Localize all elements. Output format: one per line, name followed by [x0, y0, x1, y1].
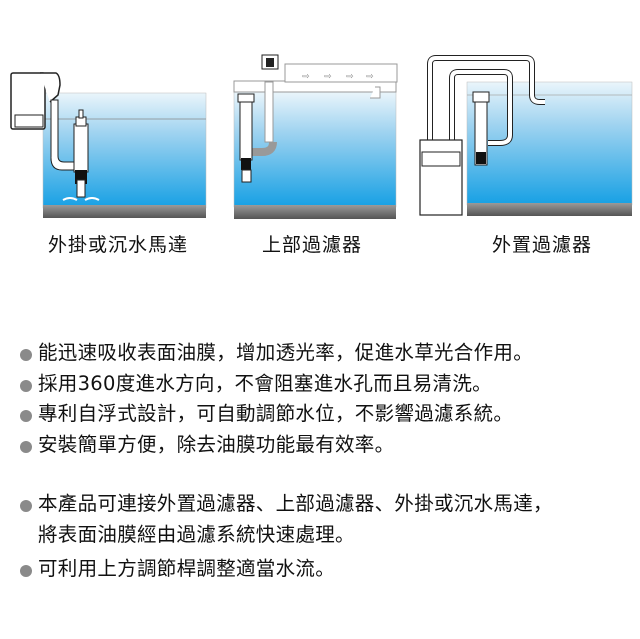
compatibility-item-continuation: 將表面油膜經由過濾系統快速處理。: [38, 522, 355, 546]
caption-hang-on-filter: 外掛或沉水馬達: [48, 234, 189, 256]
hang-on-filter-illustration: [10, 72, 207, 218]
feature-item: 安裝簡單方便，除去油膜功能最有效率。: [18, 430, 638, 461]
feature-list: 能迅速吸收表面油膜，增加透光率，促進水草光合作用。 採用360度進水方向，不會阻…: [18, 338, 638, 585]
compatibility-item: 可利用上方調節桿調整適當水流。: [18, 554, 638, 585]
feature-item: 專利自浮式設計，可自動調節水位，不影響過濾系統。: [18, 399, 638, 430]
diagram-hang-on-filter: 外掛或沉水馬達: [0, 40, 220, 270]
top-filter-illustration: ⇨ ⇨ ⇨ ⇨: [233, 54, 398, 219]
bullet-icon: [20, 379, 32, 392]
bullet-icon: [20, 410, 32, 422]
diagram-top-filter: ⇨ ⇨ ⇨ ⇨ 上部過濾器: [220, 40, 420, 270]
external-filter-illustration: [419, 55, 633, 216]
svg-text:⇨: ⇨: [346, 72, 354, 82]
bullet-icon: [20, 500, 32, 512]
bullet-icon: [20, 440, 32, 453]
bullet-icon: [20, 565, 32, 577]
feature-item: 能迅速吸收表面油膜，增加透光率，促進水草光合作用。: [18, 338, 638, 369]
compatibility-item: 本產品可連接外置過濾器、上部過濾器、外掛或沉水馬達，: [18, 489, 638, 520]
svg-text:⇨: ⇨: [302, 72, 310, 82]
diagram-external-filter: 外置過濾器: [400, 40, 640, 270]
caption-top-filter: 上部過濾器: [262, 234, 363, 256]
svg-text:⇨: ⇨: [366, 72, 374, 82]
bullet-icon: [20, 349, 32, 361]
caption-external-filter: 外置過濾器: [492, 234, 593, 256]
feature-item: 採用360度進水方向，不會阻塞進水孔而且易清洗。: [18, 369, 638, 400]
svg-text:⇨: ⇨: [324, 72, 332, 82]
